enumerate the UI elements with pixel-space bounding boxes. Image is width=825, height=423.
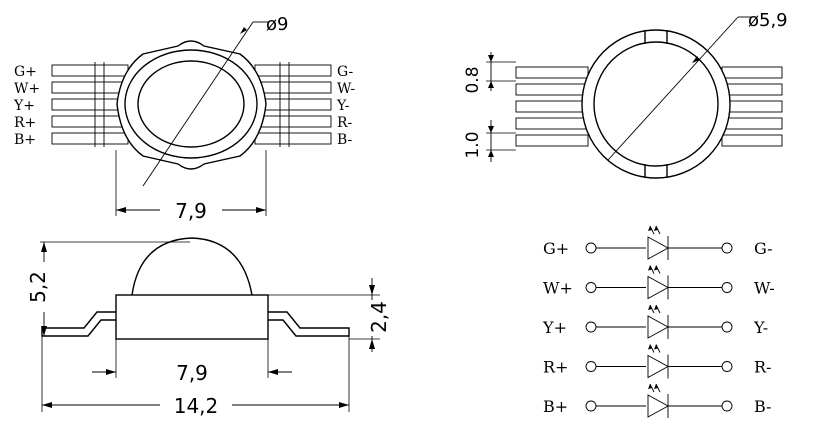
diode-triangle xyxy=(647,394,669,418)
cathode-label: R- xyxy=(754,358,771,377)
pin-label-r-plus: R+ xyxy=(14,115,36,131)
width-7-9-label: 7,9 xyxy=(175,199,207,223)
cathode-label: G- xyxy=(754,239,772,258)
led-schematic: G+ G- W+ W- Y+ Y- R+ R- B+ B- xyxy=(542,225,775,418)
lens-dome xyxy=(131,237,253,296)
diode-triangle xyxy=(647,315,669,339)
right-lead xyxy=(268,311,350,337)
lens-outer xyxy=(124,49,258,159)
cathode-terminal xyxy=(721,361,733,372)
pin-label-r-minus: R- xyxy=(337,115,353,131)
anode-label: Y+ xyxy=(542,318,567,337)
anode-label: W+ xyxy=(543,279,573,298)
pin-label-w-minus: W- xyxy=(337,81,355,97)
cathode-terminal xyxy=(721,321,733,333)
pin-pitch-1-0-label: 1.0 xyxy=(463,131,483,158)
die-hatched-circle xyxy=(593,41,719,167)
anode-terminal xyxy=(585,282,597,293)
height-2-4-label: 2,4 xyxy=(367,301,391,333)
left-lead xyxy=(41,311,116,337)
diode-triangle xyxy=(647,275,669,300)
anode-terminal xyxy=(585,400,597,412)
width-14-2-label: 14,2 xyxy=(174,394,219,418)
anode-label: R+ xyxy=(543,358,568,377)
side-body xyxy=(115,294,269,340)
pin-labels-right: G- W- Y- R- B- xyxy=(336,64,355,148)
schematic-row: W+ W- xyxy=(543,265,775,300)
height-5-2-label: 5,2 xyxy=(26,271,50,303)
hatched-pins-right xyxy=(721,66,783,147)
cathode-label: Y- xyxy=(753,318,768,337)
cathode-label: W- xyxy=(754,279,775,298)
diode-triangle xyxy=(647,236,669,260)
side-view: 5,2 2,4 7,9 14,2 xyxy=(26,237,391,418)
pin-label-b-minus: B- xyxy=(337,132,353,148)
cathode-terminal xyxy=(721,242,733,254)
top-view-right: ø5,9 0.8 1.0 xyxy=(463,10,788,179)
anode-label: G+ xyxy=(543,239,569,258)
pin-label-w-plus: W+ xyxy=(14,81,40,97)
hatched-pins-left xyxy=(515,66,589,147)
schematic-row: R+ R- xyxy=(543,344,771,379)
schematic-row: Y+ Y- xyxy=(542,304,768,339)
pin-label-y-plus: Y+ xyxy=(13,98,35,114)
pin-width-0-8-label: 0.8 xyxy=(463,66,483,93)
pin-label-g-minus: G- xyxy=(337,64,353,80)
package-outline-circle xyxy=(581,29,731,179)
cathode-terminal xyxy=(721,282,733,293)
anode-label: B+ xyxy=(543,397,568,416)
pin-labels-left: G+ W+ Y+ R+ B+ xyxy=(13,64,40,148)
pin-label-y-minus: Y- xyxy=(336,98,350,114)
pin-label-b-plus: B+ xyxy=(14,132,36,148)
cathode-terminal xyxy=(721,400,733,412)
width-7-9-side-label: 7,9 xyxy=(176,361,208,385)
diameter-5-9-label: ø5,9 xyxy=(748,10,788,31)
cathode-label: B- xyxy=(754,397,771,416)
schematic-row: B+ B- xyxy=(543,383,771,418)
pin-label-g-plus: G+ xyxy=(14,64,37,80)
anode-terminal xyxy=(585,361,597,372)
schematic-row: G+ G- xyxy=(543,225,772,260)
anode-terminal xyxy=(585,242,597,254)
top-view-left: ø9 7,9 G+ W+ Y+ R+ B+ G- W- Y- R- B- xyxy=(13,14,355,223)
diode-triangle xyxy=(647,354,669,379)
lens-inner xyxy=(137,60,245,148)
diameter-9-label: ø9 xyxy=(266,14,288,35)
anode-terminal xyxy=(585,321,597,333)
